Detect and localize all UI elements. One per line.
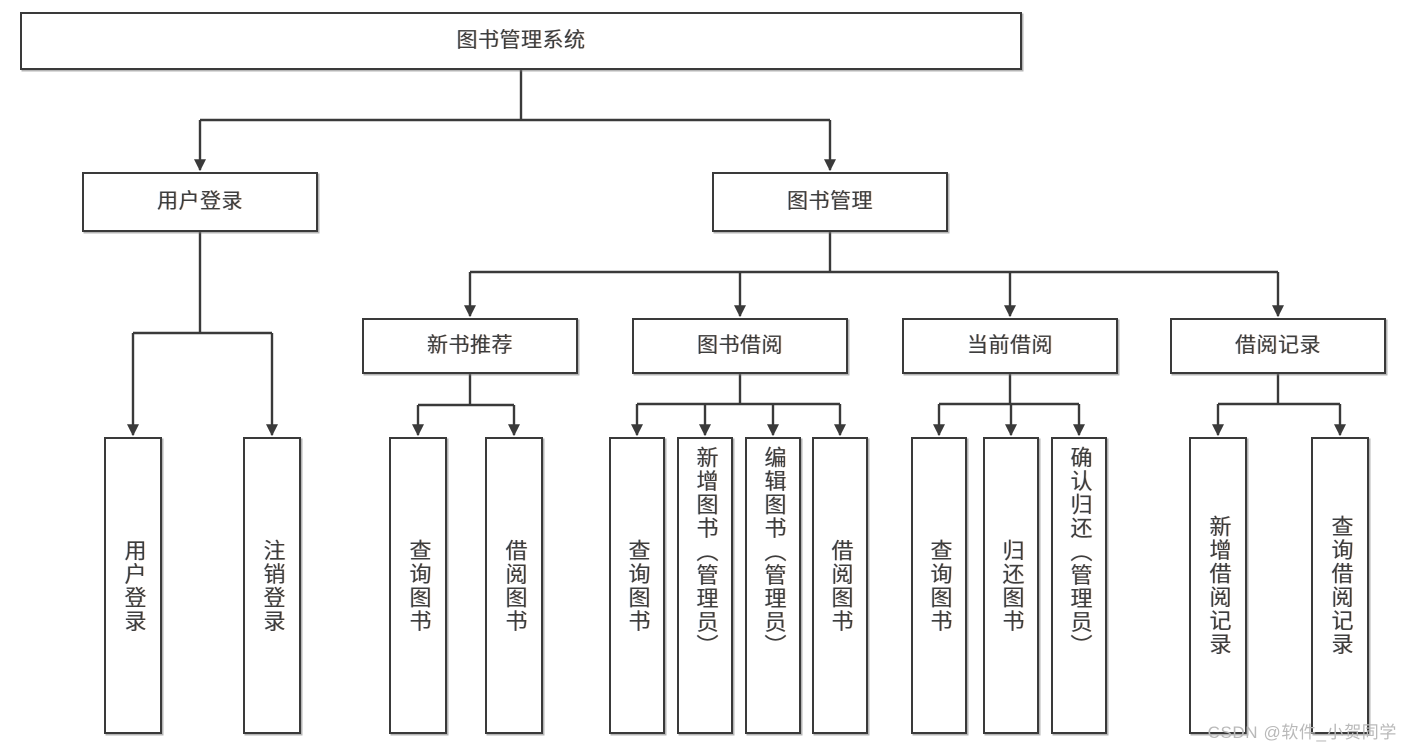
node-leaf-query-record[interactable]: 查询借阅记录 (1311, 437, 1369, 734)
node-root-label: 图书管理系统 (456, 28, 586, 52)
node-leaf-add-record[interactable]: 新增借阅记录 (1189, 437, 1247, 734)
node-leaf-return-book-label: 归还图书 (999, 538, 1025, 633)
node-leaf-return-book[interactable]: 归还图书 (983, 437, 1039, 734)
node-leaf-confirm-return[interactable]: 确认归还（管理员） (1051, 437, 1107, 734)
node-leaf-borrow-book-1-label: 借阅图书 (502, 538, 528, 633)
node-leaf-add-book[interactable]: 新增图书（管理员） (677, 437, 733, 734)
node-leaf-edit-book[interactable]: 编辑图书（管理员） (745, 437, 801, 734)
node-current-borrow[interactable]: 当前借阅 (902, 318, 1118, 374)
node-leaf-query-book-3-label: 查询图书 (927, 538, 953, 633)
node-leaf-query-book-3[interactable]: 查询图书 (911, 437, 967, 734)
node-leaf-add-record-label: 新增借阅记录 (1206, 515, 1232, 656)
node-new-book-rec[interactable]: 新书推荐 (362, 318, 578, 374)
node-user-login[interactable]: 用户登录 (82, 172, 318, 232)
node-root[interactable]: 图书管理系统 (20, 12, 1022, 70)
node-leaf-query-record-label: 查询借阅记录 (1328, 515, 1354, 656)
node-leaf-user-login-label: 用户登录 (121, 538, 147, 633)
node-book-manage[interactable]: 图书管理 (712, 172, 948, 232)
node-new-book-rec-label: 新书推荐 (427, 333, 513, 357)
node-current-borrow-label: 当前借阅 (967, 333, 1053, 357)
node-book-borrow[interactable]: 图书借阅 (632, 318, 848, 374)
node-leaf-edit-book-label: 编辑图书（管理员） (761, 446, 787, 658)
node-leaf-confirm-return-label: 确认归还（管理员） (1067, 446, 1093, 658)
node-book-manage-label: 图书管理 (787, 189, 873, 213)
node-leaf-query-book-2[interactable]: 查询图书 (609, 437, 665, 734)
node-leaf-logout[interactable]: 注销登录 (243, 437, 301, 734)
node-leaf-borrow-book-2[interactable]: 借阅图书 (812, 437, 868, 734)
node-user-login-label: 用户登录 (157, 189, 243, 213)
node-leaf-borrow-book-2-label: 借阅图书 (828, 538, 854, 633)
node-leaf-query-book-1[interactable]: 查询图书 (389, 437, 447, 734)
node-leaf-borrow-book-1[interactable]: 借阅图书 (485, 437, 543, 734)
node-borrow-record-label: 借阅记录 (1235, 333, 1321, 357)
node-leaf-user-login[interactable]: 用户登录 (104, 437, 162, 734)
node-leaf-query-book-2-label: 查询图书 (625, 538, 651, 633)
node-leaf-add-book-label: 新增图书（管理员） (693, 446, 719, 658)
node-leaf-logout-label: 注销登录 (260, 538, 286, 633)
node-book-borrow-label: 图书借阅 (697, 333, 783, 357)
node-borrow-record[interactable]: 借阅记录 (1170, 318, 1386, 374)
node-leaf-query-book-1-label: 查询图书 (406, 538, 432, 633)
